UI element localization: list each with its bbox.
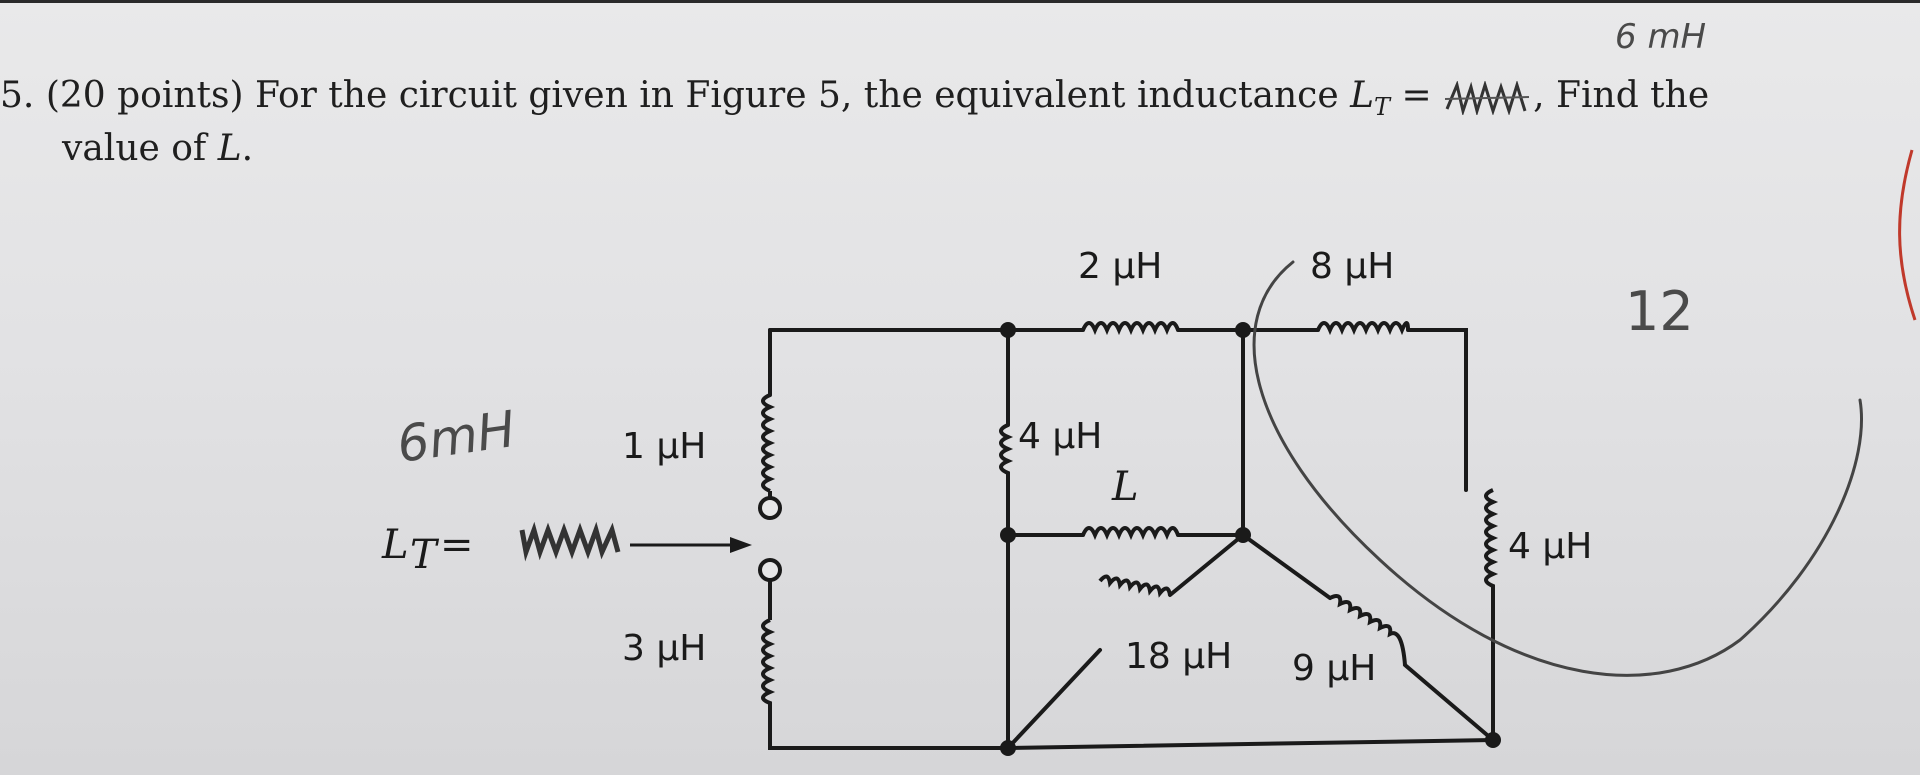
node-bottom-left xyxy=(1000,740,1016,756)
inductor-l xyxy=(1081,526,1180,541)
wire-diag-left-top xyxy=(1168,533,1245,597)
problem-statement-line2: value of L. xyxy=(62,128,253,169)
terminal-bottom xyxy=(758,558,782,582)
inductor-3uh xyxy=(761,618,776,715)
problem-statement: 5. (20 points) For the circuit given in … xyxy=(0,75,1710,122)
wire-diag-left-bot xyxy=(1006,648,1102,750)
wire-top-right2 xyxy=(1406,328,1468,492)
problem-number: 5. xyxy=(0,75,35,116)
inductor-1uh xyxy=(761,393,776,493)
label-3uh: 3 µH xyxy=(622,628,706,669)
node-bottom-right xyxy=(1485,732,1501,748)
period: . xyxy=(241,128,254,169)
handwritten-12: 12 xyxy=(1625,280,1694,343)
lt-label-group: L T = xyxy=(381,521,621,578)
lt-symbol: L xyxy=(1350,75,1375,116)
top-rule xyxy=(0,0,1920,3)
problem-text-after: Find the xyxy=(1556,75,1710,116)
handwritten-top-right: 6 mH xyxy=(1615,17,1706,57)
handwritten-left: 6mH xyxy=(394,400,519,474)
scribble-lt-icon xyxy=(519,521,621,562)
inductor-9uh xyxy=(1329,594,1407,666)
scribbled-value-icon xyxy=(1445,81,1530,115)
node-mid-left xyxy=(1000,527,1016,543)
wire-diag-right-top xyxy=(1241,533,1332,600)
lt-label: L xyxy=(381,522,409,568)
node-center xyxy=(1235,527,1251,543)
lt-label-sub: T xyxy=(410,532,440,578)
label-1uh: 1 µH xyxy=(622,426,706,467)
label-l: L xyxy=(1111,464,1139,510)
label-8uh: 8 µH xyxy=(1310,246,1394,287)
lt-label-equals: = xyxy=(440,522,474,568)
inductor-4uh-mid xyxy=(999,423,1014,477)
inductor-8uh xyxy=(1316,321,1410,336)
wire-bottom xyxy=(1006,738,1495,750)
label-9uh: 9 µH xyxy=(1292,648,1376,689)
equals-sign: = xyxy=(1401,75,1432,116)
terminal-top xyxy=(758,496,782,520)
handwritten-notes: 6 mH 6mH 12 xyxy=(394,17,1917,677)
label-4uh-mid: 4 µH xyxy=(1018,416,1102,457)
problem-points: (20 points) xyxy=(45,75,244,116)
problem-text: For the circuit given in Figure 5, the e… xyxy=(254,75,1339,116)
inductor-4uh-right xyxy=(1484,488,1499,590)
node-top-left xyxy=(1000,322,1016,338)
arrow-head-icon xyxy=(730,537,752,553)
red-mark xyxy=(1898,149,1917,321)
lt-subscript: T xyxy=(1374,93,1391,122)
label-18uh: 18 µH xyxy=(1125,636,1232,677)
inductor-18uh xyxy=(1098,574,1172,598)
pencil-loop xyxy=(1252,260,1863,677)
circuit-wires xyxy=(768,328,1495,750)
label-2uh: 2 µH xyxy=(1078,246,1162,287)
wire-left-bottom xyxy=(768,713,1010,750)
inductor-2uh xyxy=(1081,321,1180,336)
problem-line2-text: value of xyxy=(62,128,207,169)
variable-l: L xyxy=(217,128,242,169)
label-4uh-right: 4 µH xyxy=(1508,526,1592,567)
wire-diag-right-bot xyxy=(1403,663,1495,742)
node-top-right xyxy=(1235,322,1251,338)
